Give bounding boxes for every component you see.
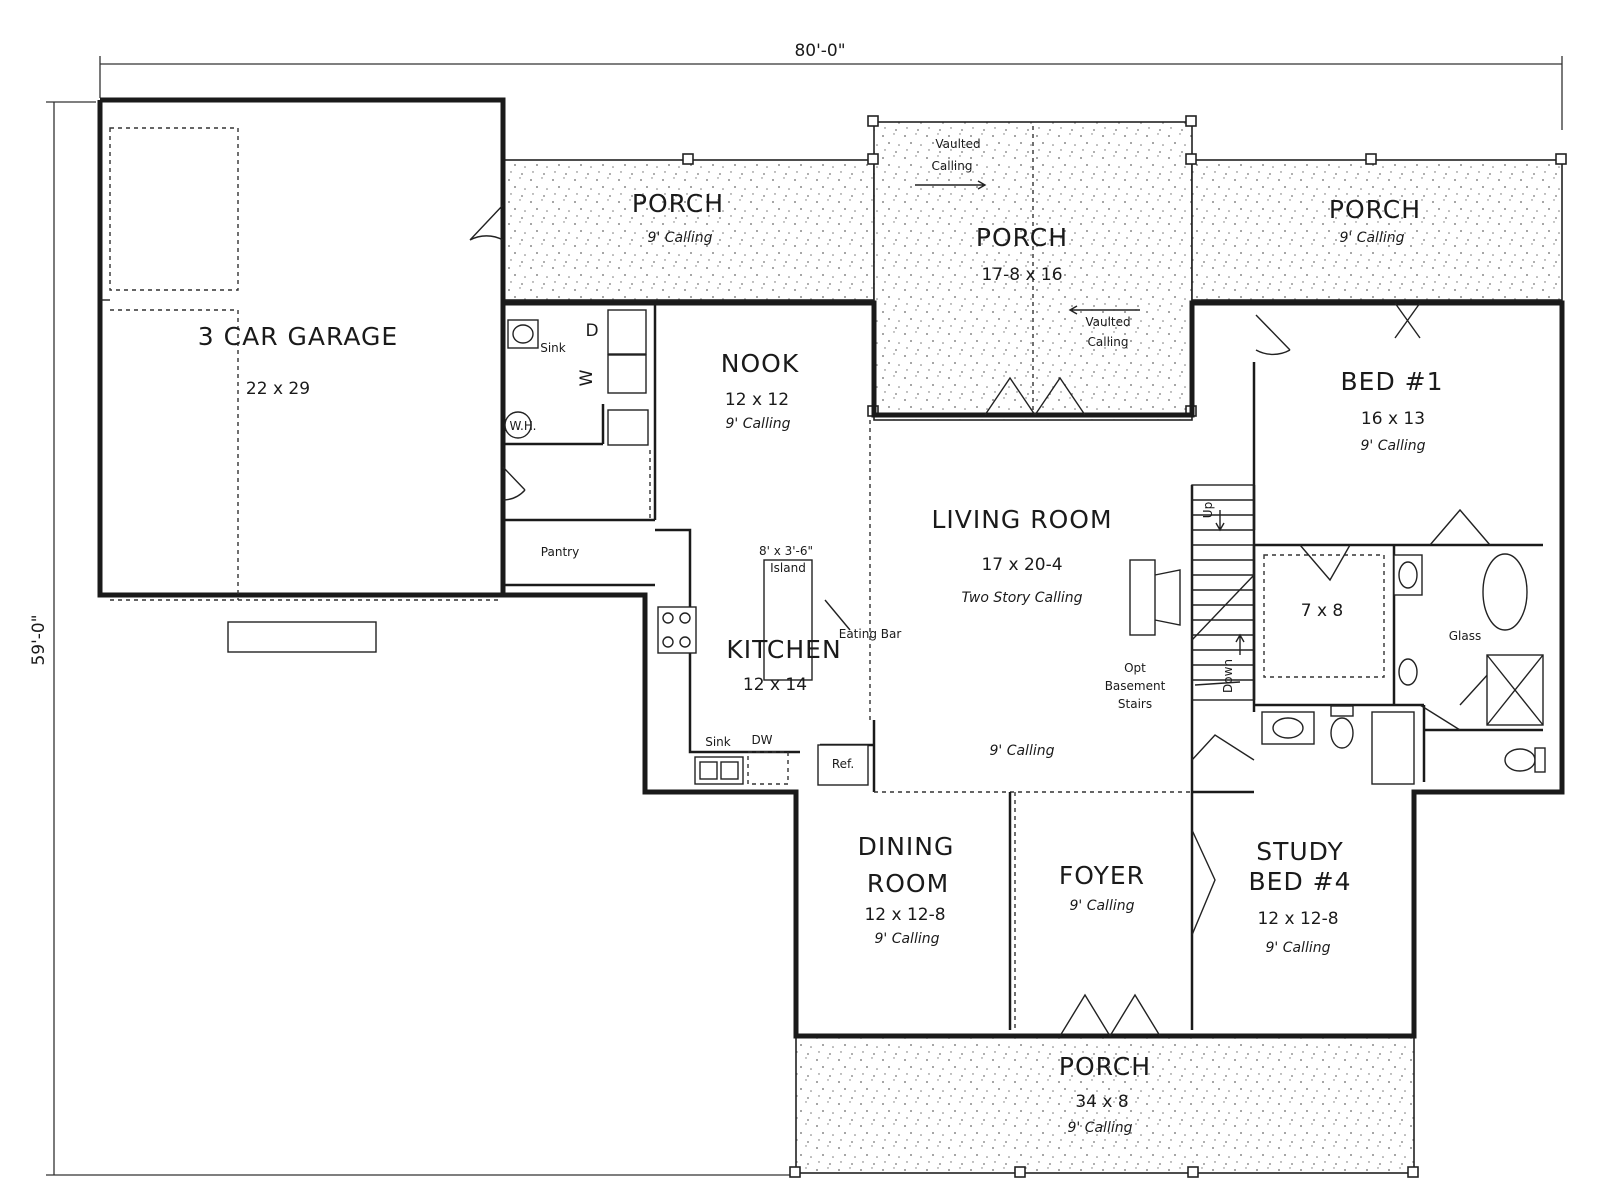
nook-name: NOOK [721,349,799,378]
nook-size: 12 x 12 [725,390,789,410]
closet-size: 7 x 8 [1301,601,1344,621]
porch-front-size: 34 x 8 [1075,1092,1128,1112]
porch-center-name: PORCH [976,223,1068,252]
bed1-size: 16 x 13 [1361,409,1425,429]
exterior-walls [97,97,1565,1039]
refrigerator-label: Ref. [832,757,854,771]
island-icon [763,559,813,681]
laundry-sink-label: Sink [540,341,566,355]
depth-dimension: 59'-0" [29,614,49,665]
living-name: LIVING ROOM [931,505,1112,534]
garage-detail [100,127,500,653]
basement-label-3: Stairs [1118,697,1152,711]
toilet-icon [1330,717,1354,749]
refrigerator-icon [817,744,869,786]
dimension-lines [46,56,1563,1176]
kitchen-sink-icon [694,756,744,785]
dishwasher-label: DW [751,733,772,747]
garage-size: 22 x 29 [246,379,310,399]
shower-label: Glass [1449,629,1482,643]
porch-center-note-bottom-2: Calling [1088,335,1129,349]
basement-label-1: Opt [1124,661,1146,675]
nook-note: 9' Calling [726,416,791,432]
hall-note: 9' Calling [990,743,1055,759]
porch-left-name: PORCH [632,189,724,218]
dining-name-2: ROOM [867,869,949,898]
porch-center-note-top-1: Vaulted [935,137,980,151]
stairs [1191,484,1255,701]
washer-icon [607,354,647,394]
cooktop-icon [657,606,697,654]
foyer-name: FOYER [1059,861,1145,890]
toilet-icon [1504,748,1536,772]
porch-front-note: 9' Calling [1068,1120,1133,1136]
porch-front-name: PORCH [1059,1052,1151,1081]
fixtures [504,309,1546,786]
living-size: 17 x 20-4 [981,555,1062,575]
study-name-1: STUDY [1256,837,1344,866]
porch-center-size: 17-8 x 16 [981,265,1062,285]
kitchen-size: 12 x 14 [743,675,807,695]
eating-bar-label: Eating Bar [839,627,902,641]
garage-name: 3 CAR GARAGE [198,322,398,351]
width-dimension: 80'-0" [794,41,845,61]
fireplace [1129,559,1181,636]
washer-label: W [577,369,597,386]
kitchen-name: KITCHEN [726,635,841,664]
island-label-1: 8' x 3'-6" [759,544,813,558]
bed1-note: 9' Calling [1361,438,1426,454]
dining-size: 12 x 12-8 [864,905,945,925]
study-note: 9' Calling [1266,940,1331,956]
stairs-up-label: Up [1201,502,1215,518]
porch-right-area [1191,159,1563,301]
porch-center-note-bottom-1: Vaulted [1085,315,1130,329]
study-size: 12 x 12-8 [1257,909,1338,929]
dryer-icon [607,309,647,355]
foyer-note: 9' Calling [1070,898,1135,914]
water-heater-label: W.H. [510,419,537,433]
dining-name-1: DINING [858,832,955,861]
bathtub-icon [1371,711,1415,785]
pantry-label: Pantry [541,545,579,559]
porch-right-name: PORCH [1329,195,1421,224]
kitchen-sink-label: Sink [705,735,731,749]
soaking-tub-icon [1482,553,1528,631]
doors [469,204,1491,1038]
dining-note: 9' Calling [875,931,940,947]
study-name-2: BED #4 [1249,867,1352,896]
porch-center-note-top-2: Calling [932,159,973,173]
island-label-2: Island [770,561,806,575]
water-heater-icon [504,411,532,439]
porch-left-note: 9' Calling [648,230,713,246]
arrows [824,180,1245,686]
bed1-name: BED #1 [1341,367,1444,396]
basement-label-2: Basement [1105,679,1166,693]
stairs-down-label: Down [1221,659,1235,693]
porch-right-note: 9' Calling [1340,230,1405,246]
living-note: Two Story Calling [961,590,1082,606]
porch-left-area [501,159,875,301]
dryer-label: D [585,321,598,341]
